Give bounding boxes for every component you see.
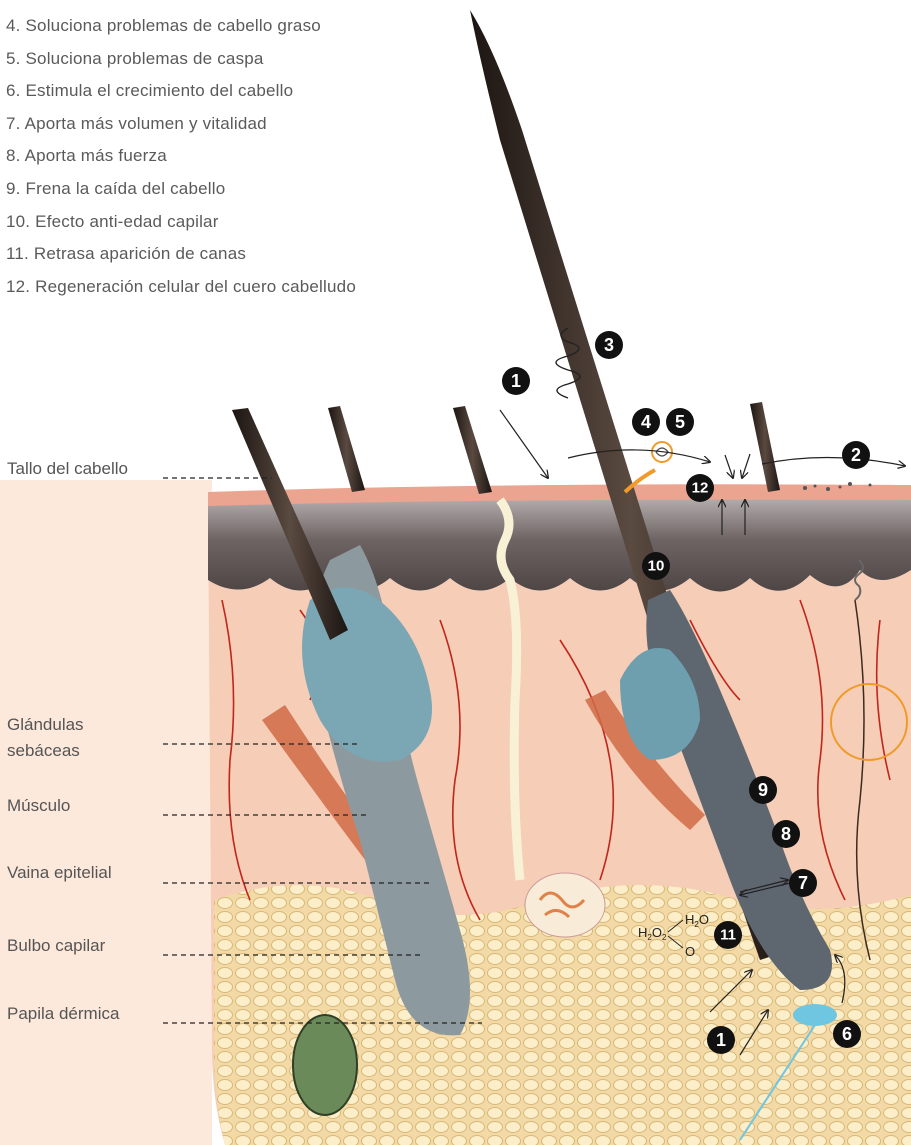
svg-text:7: 7 bbox=[798, 873, 808, 893]
badge-2: 2 bbox=[842, 441, 870, 469]
bottom-gland bbox=[293, 1015, 357, 1115]
svg-text:1: 1 bbox=[716, 1030, 726, 1050]
badge-7: 7 bbox=[789, 869, 817, 897]
badge-3: 3 bbox=[595, 331, 623, 359]
svg-text:9: 9 bbox=[758, 780, 768, 800]
svg-text:11: 11 bbox=[720, 927, 736, 944]
svg-text:12: 12 bbox=[692, 480, 709, 497]
svg-text:10: 10 bbox=[648, 558, 665, 575]
badge-5: 5 bbox=[666, 408, 694, 436]
badge-6: 6 bbox=[833, 1020, 861, 1048]
badge-12: 12 bbox=[686, 474, 714, 502]
badge-8: 8 bbox=[772, 820, 800, 848]
svg-text:4: 4 bbox=[641, 412, 651, 432]
svg-text:3: 3 bbox=[604, 335, 614, 355]
badge-4: 4 bbox=[632, 408, 660, 436]
svg-text:2: 2 bbox=[851, 445, 861, 465]
badge-1: 1 bbox=[502, 367, 530, 395]
svg-text:6: 6 bbox=[842, 1024, 852, 1044]
badge-1-bulb: 1 bbox=[707, 1026, 735, 1054]
svg-text:5: 5 bbox=[675, 412, 685, 432]
surface-hairs bbox=[328, 402, 780, 494]
badge-9: 9 bbox=[749, 776, 777, 804]
svg-text:1: 1 bbox=[511, 371, 521, 391]
badge-11: 11 bbox=[714, 921, 742, 949]
badge-10: 10 bbox=[642, 552, 670, 580]
svg-text:8: 8 bbox=[781, 824, 791, 844]
svg-text:O: O bbox=[685, 944, 695, 959]
